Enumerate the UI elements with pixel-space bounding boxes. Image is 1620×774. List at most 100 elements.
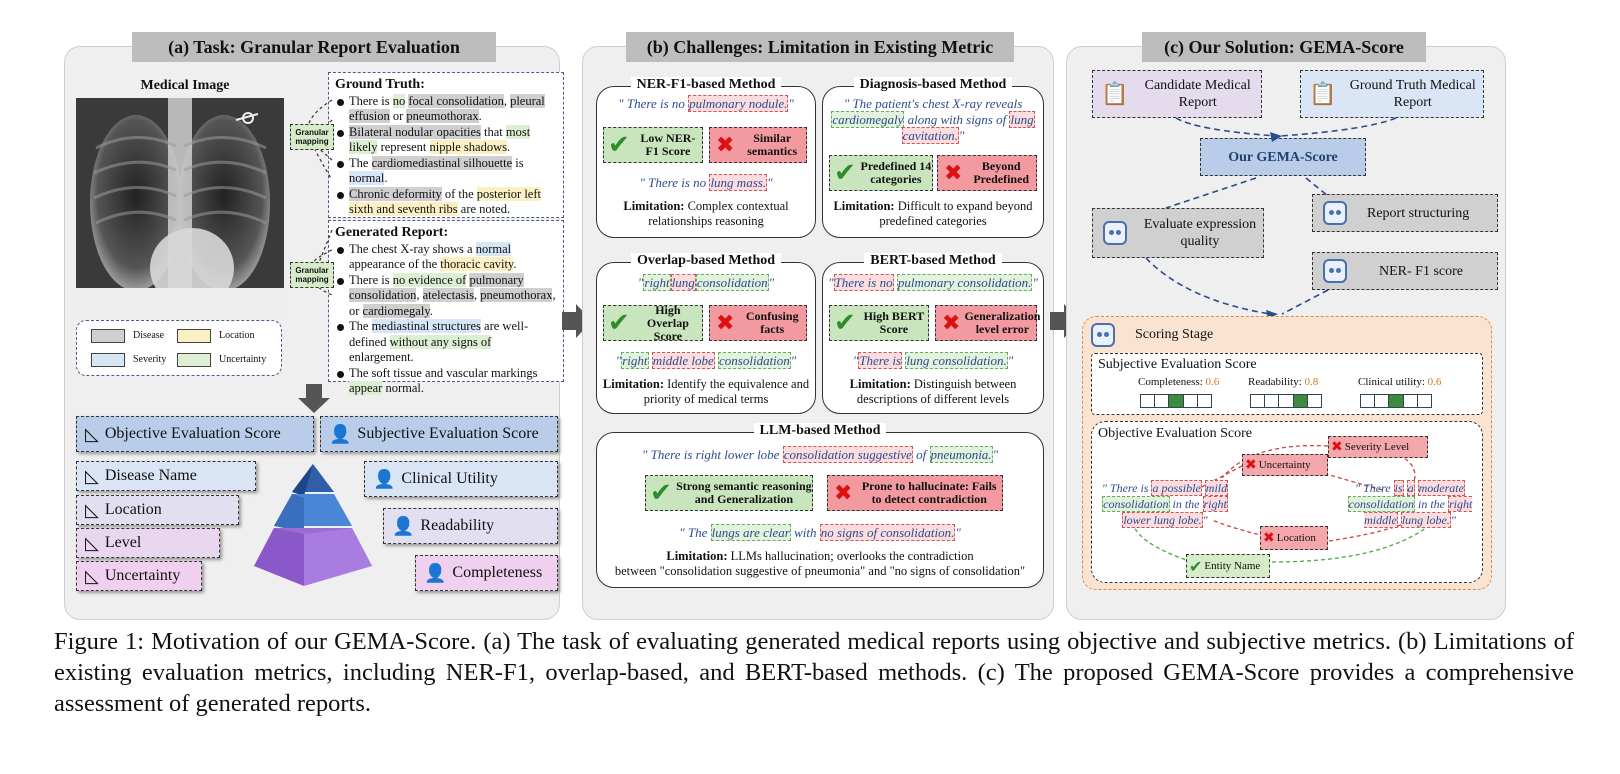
readability-metric: Readability: 0.8	[1248, 376, 1319, 388]
llm-good-tag: ✔Strong semantic reasoning and Generaliz…	[645, 475, 813, 511]
highlight-legend: Disease Location Severity Uncertainty	[76, 320, 282, 376]
highlighted-term: Bilateral nodular opacities	[349, 124, 481, 139]
report-text: The soft tissue and vascular markings	[349, 365, 538, 380]
highlighted-term: Chronic deformity	[349, 186, 442, 201]
report-text: is	[512, 155, 524, 170]
bert-method-box: BERT-based Method "There is no pulmonary…	[822, 253, 1044, 414]
candidate-report-box: 📋Candidate Medical Report	[1092, 70, 1262, 118]
highlighted-term: pneumothorax	[406, 109, 479, 123]
ground-truth-list: There is no focal consolidation, pleural…	[335, 93, 559, 218]
ner-f1-box: NER- F1 score	[1312, 252, 1498, 290]
highlighted-term: cardiomegaly	[362, 303, 430, 318]
ground-truth-item: Bilateral nodular opacities that most li…	[335, 124, 559, 156]
score-cell	[1279, 395, 1294, 407]
report-text: .	[513, 257, 517, 271]
check-icon: ✔	[650, 477, 672, 508]
legend-severity: Severity	[133, 354, 167, 365]
person-icon: 👤	[424, 563, 447, 583]
report-text: that	[480, 124, 506, 139]
robot-icon	[1323, 201, 1347, 225]
ner-bad-tag: ✖Similar semantics	[709, 127, 807, 163]
score-cell	[1361, 395, 1376, 407]
generated-report-item: The soft tissue and vascular markings ap…	[335, 366, 559, 397]
objective-item-disease: ◺Disease Name	[76, 461, 256, 491]
llm-bad-tag: ✖Prone to hallucinate: Fails to detect c…	[827, 475, 1003, 511]
diagnosis-method-title: Diagnosis-based Method	[823, 77, 1043, 93]
right-arrow-icon	[1050, 304, 1080, 338]
score-cell	[1293, 395, 1308, 407]
ground-truth-heading: Ground Truth:	[335, 77, 425, 92]
legend-swatch-uncertainty	[177, 353, 211, 367]
set-square-icon: ◺	[85, 500, 99, 520]
cross-icon: ✖	[834, 480, 853, 506]
check-icon: ✔	[1189, 556, 1203, 576]
score-cell	[1183, 395, 1198, 407]
ner-quote-1: " There is no pulmonary nodule."	[618, 95, 794, 112]
set-square-icon: ◺	[85, 424, 99, 444]
scoring-stage: Scoring Stage Subjective Evaluation Scor…	[1082, 316, 1492, 590]
readability-bar	[1250, 394, 1322, 408]
ner-limitation: Limitation: Complex contextual relations…	[623, 199, 789, 228]
set-square-icon: ◺	[85, 466, 99, 486]
robot-icon	[1103, 221, 1127, 245]
llm-method-title: LLM-based Method	[597, 423, 1043, 439]
ner-method-box: NER-F1-based Method " There is no pulmon…	[596, 77, 816, 238]
cross-icon: ✖	[942, 310, 961, 336]
llm-quote-2: " The lungs are clear with no signs of c…	[679, 524, 961, 541]
ground-truth-box: Ground Truth: There is no focal consolid…	[328, 72, 564, 218]
subjective-item-label: Readability	[420, 517, 495, 534]
clipboard-icon: 📋	[1101, 81, 1129, 106]
cross-icon: ✖	[1263, 529, 1275, 546]
llm-quote-1: " There is right lower lobe consolidatio…	[641, 446, 999, 463]
report-text: normal.	[382, 381, 424, 395]
highlighted-term: focal consolidation	[408, 93, 504, 108]
subjective-item-label: Completeness	[452, 564, 543, 581]
highlighted-term: without any signs of	[389, 334, 492, 349]
highlighted-term: normal	[349, 171, 385, 185]
granular-mapping-tag-2: Granular mapping	[290, 262, 334, 288]
report-text: .	[384, 171, 388, 185]
score-cell	[1375, 395, 1390, 407]
ground-truth-item: There is no focal consolidation, pleural…	[335, 93, 559, 125]
completeness-bar	[1140, 394, 1212, 408]
highlighted-term: appear	[349, 381, 383, 395]
report-text: The chest X-ray shows a	[349, 241, 476, 256]
gema-score-box: Our GEMA-Score	[1200, 138, 1366, 176]
check-icon: ✔	[608, 129, 630, 160]
person-icon: 👤	[373, 469, 396, 489]
highlighted-term: thoracic cavity	[440, 257, 514, 271]
severity-level-tag: ✖Severity Level	[1328, 436, 1428, 458]
down-arrow-icon	[298, 384, 330, 413]
panel-b-title: (b) Challenges: Limitation in Existing M…	[626, 32, 1014, 62]
subjective-score-panel: Subjective Evaluation Score Completeness…	[1091, 353, 1483, 415]
objective-item-label: Uncertainty	[104, 567, 181, 584]
score-cell	[1155, 395, 1170, 407]
score-cell	[1403, 395, 1418, 407]
report-text: ,	[416, 288, 423, 302]
highlighted-term: no evidence of	[392, 272, 467, 287]
bert-quote-1: "There is no pulmonary consolidation."	[828, 274, 1038, 291]
bert-limitation: Limitation: Distinguish between descript…	[849, 377, 1017, 406]
diagnosis-good-tag: ✔Predefined 14 categories	[829, 155, 933, 191]
left-example-quote: " There is a possible mild consolidation…	[1101, 480, 1229, 528]
pyramid-graphic	[254, 464, 372, 586]
bert-method-title: BERT-based Method	[823, 253, 1043, 269]
person-icon: 👤	[392, 516, 415, 536]
subjective-item-label: Clinical Utility	[401, 470, 498, 487]
report-text: .	[478, 109, 482, 123]
xray-graphic	[76, 98, 284, 314]
flow-connectors	[1145, 117, 1397, 319]
utility-bar	[1360, 394, 1432, 408]
objective-score-panel-title: Objective Evaluation Score	[1098, 426, 1252, 441]
report-text: of the	[441, 186, 477, 201]
report-text: There is	[349, 93, 393, 108]
generated-report-list: The chest X-ray shows a normal appearanc…	[335, 241, 559, 397]
uncertainty-tag: ✖Uncertainty	[1242, 454, 1328, 476]
overlap-quote-2: "right middle lobe consolidation"	[615, 352, 797, 369]
generated-report-item: There is no evidence of pulmonary consol…	[335, 272, 559, 320]
llm-limitation: Limitation: LLMs hallucination; overlook…	[614, 549, 1026, 578]
bert-good-tag: ✔High BERT Score	[829, 305, 929, 341]
highlighted-term: no	[392, 93, 406, 108]
objective-item-location: ◺Location	[76, 495, 239, 525]
